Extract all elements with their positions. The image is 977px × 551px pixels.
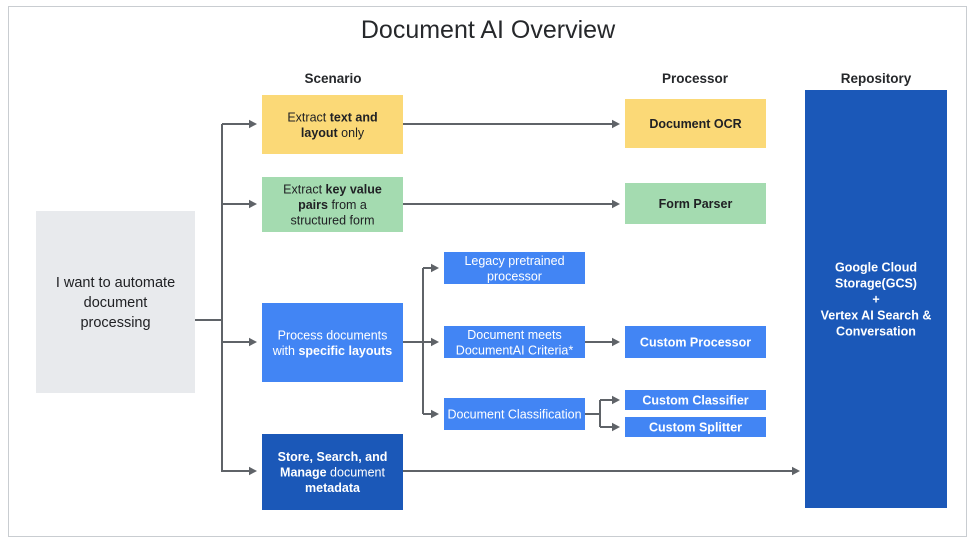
scenario-extract-key-value-pairs-line-1: pairs from a	[298, 198, 367, 212]
repository-box-rect[interactable]	[805, 90, 947, 508]
edge-classify-to-classifier-arrowhead	[612, 395, 620, 405]
input-box-line-0: I want to automate	[56, 275, 175, 291]
edge-key-value-to-form-arrowhead	[612, 199, 620, 209]
scenario-process-specific-layouts-rect[interactable]	[262, 303, 403, 382]
node-legacy-pretrained-processor-rect[interactable]	[444, 252, 585, 284]
input-box[interactable]: I want to automate document processing	[36, 211, 195, 393]
processor-custom-processor-line-0: Custom Processor	[640, 336, 751, 350]
scenario-extract-text-layout-line-0: Extract text and	[287, 110, 377, 124]
repository-box-line-0: Google Cloud	[835, 261, 917, 275]
scenario-extract-key-value-pairs-line-2: structured form	[290, 214, 374, 228]
edge-input-to-key-value-arrowhead	[249, 199, 257, 209]
edge-input-to-store-search-arrowhead	[249, 466, 257, 476]
node-legacy-pretrained-processor-line-1: processor	[487, 269, 542, 283]
scenario-process-specific-layouts-line-0: Process documents	[278, 328, 388, 342]
processor-custom-classifier-rect[interactable]	[625, 390, 766, 410]
scenario-extract-key-value-pairs-line-0: Extract key value	[283, 183, 382, 197]
input-box-line-1: document	[84, 295, 148, 311]
column-headers: Scenario Processor Repository	[304, 71, 911, 86]
edge-specific-to-classify-arrowhead	[431, 409, 439, 419]
input-box-rect[interactable]	[36, 211, 195, 393]
node-document-meets-criteria-line-1: DocumentAI Criteria*	[456, 343, 574, 357]
processor-custom-splitter[interactable]: Custom Splitter	[625, 417, 766, 437]
edge-criteria-to-custom-proc-arrowhead	[612, 337, 620, 347]
processor-custom-splitter-line-0: Custom Splitter	[649, 421, 742, 435]
edge-layer	[195, 119, 800, 476]
processor-document-ocr-line-0: Document OCR	[649, 117, 741, 131]
processor-custom-splitter-rect[interactable]	[625, 417, 766, 437]
scenario-extract-text-layout-line-1: layout only	[301, 126, 365, 140]
repository-box-line-4: Conversation	[836, 325, 916, 339]
node-layer: I want to automate document processing Extr…	[36, 90, 947, 510]
scenario-extract-text-layout[interactable]: Extract text and layout only	[262, 95, 403, 154]
page-title: Document AI Overview	[361, 16, 616, 44]
column-header-repository: Repository	[841, 71, 912, 86]
edge-input-to-specific-arrowhead	[249, 337, 257, 347]
edge-input-to-text-layout	[195, 123, 255, 398]
edge-specific-to-criteria-arrowhead	[431, 337, 439, 347]
repository-box-line-1: Storage(GCS)	[835, 277, 917, 291]
processor-custom-classifier[interactable]: Custom Classifier	[625, 390, 766, 410]
edge-classify-to-classifier	[585, 399, 618, 427]
edge-text-layout-to-ocr-arrowhead	[612, 119, 620, 129]
scenario-store-search-manage-line-2: metadata	[305, 481, 361, 495]
scenario-store-search-manage-line-1: Manage document	[280, 466, 385, 480]
processor-document-ocr-rect[interactable]	[625, 99, 766, 148]
edge-specific-to-legacy-arrowhead	[431, 263, 439, 273]
node-document-meets-criteria-line-0: Document meets	[467, 328, 561, 342]
node-document-classification-line-0: Document Classification	[447, 408, 581, 422]
scenario-process-specific-layouts[interactable]: Process documents with specific layouts	[262, 303, 403, 382]
scenario-process-specific-layouts-line-1: with specific layouts	[272, 344, 393, 358]
processor-custom-classifier-line-0: Custom Classifier	[642, 394, 748, 408]
node-document-classification-rect[interactable]	[444, 398, 585, 430]
scenario-extract-key-value-pairs-rect[interactable]	[262, 177, 403, 232]
scenario-extract-text-layout-rect[interactable]	[262, 95, 403, 154]
processor-form-parser-rect[interactable]	[625, 183, 766, 224]
node-legacy-pretrained-processor-line-0: Legacy pretrained	[464, 254, 564, 268]
input-box-line-2: processing	[80, 315, 150, 331]
edge-input-to-text-layout-arrowhead	[249, 119, 257, 129]
processor-custom-processor[interactable]: Custom Processor	[625, 326, 766, 358]
repository-box-line-3: Vertex AI Search &	[821, 309, 932, 323]
node-document-meets-criteria-rect[interactable]	[444, 326, 585, 358]
edge-classify-to-splitter-arrowhead	[612, 422, 620, 432]
edge-input-to-store-search	[221, 398, 255, 472]
column-header-scenario: Scenario	[304, 71, 361, 86]
processor-custom-processor-rect[interactable]	[625, 326, 766, 358]
processor-form-parser[interactable]: Form Parser	[625, 183, 766, 224]
repository-box-line-2: +	[872, 293, 879, 307]
edge-store-to-repository-arrowhead	[792, 466, 800, 476]
processor-document-ocr[interactable]: Document OCR	[625, 99, 766, 148]
processor-form-parser-line-0: Form Parser	[659, 197, 733, 211]
scenario-store-search-manage-line-0: Store, Search, and	[278, 450, 388, 464]
scenario-store-search-manage-rect[interactable]	[262, 434, 403, 510]
node-document-classification[interactable]: Document Classification	[444, 398, 585, 430]
column-header-processor: Processor	[662, 71, 729, 86]
